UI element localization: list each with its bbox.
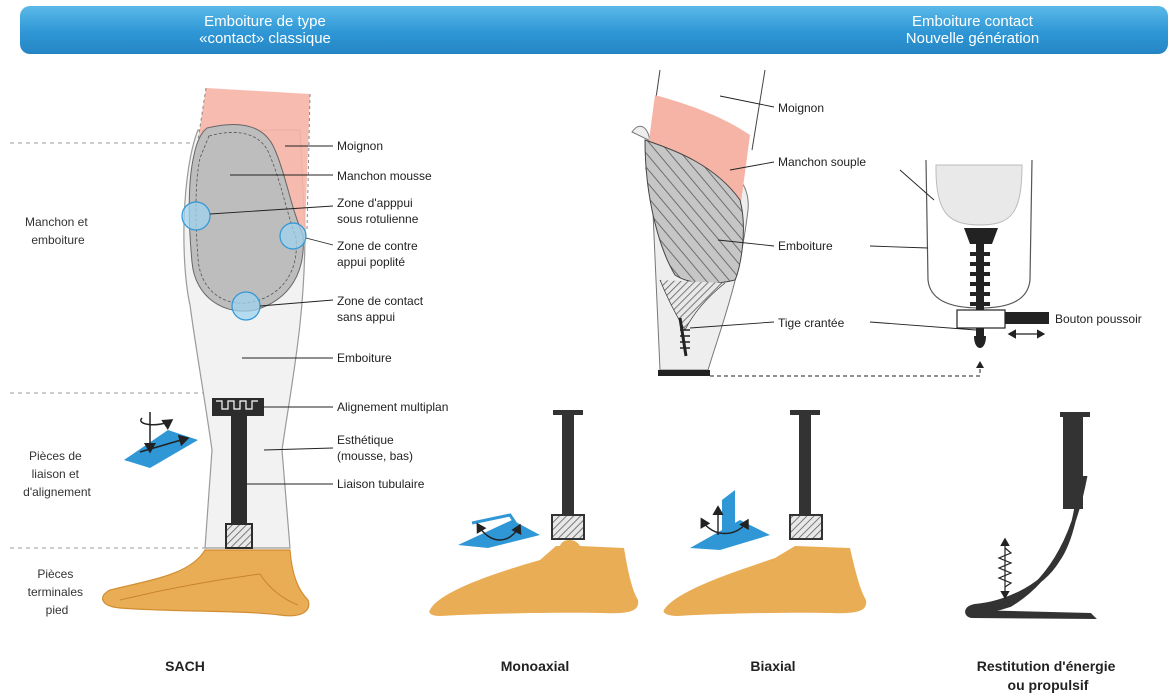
label-tige-crantee: Tige crantée [778, 316, 845, 330]
label-emboiture-left: Emboiture [337, 351, 392, 365]
pin-lock-detail [926, 160, 1049, 348]
label-esthetique: Esthétique(mousse, bas) [337, 433, 413, 463]
label-moignon-right: Moignon [778, 101, 824, 115]
label-moignon-left: Moignon [337, 139, 383, 153]
label-manchon-souple: Manchon souple [778, 155, 866, 169]
classic-socket-leg [103, 88, 310, 616]
zone-contact-circle [232, 292, 260, 320]
caption-sach: SACH [165, 658, 205, 674]
caption-monoaxial: Monoaxial [501, 658, 569, 674]
section-label-socket: Manchon et emboiture [25, 215, 91, 247]
label-bouton-poussoir: Bouton poussoir [1055, 312, 1142, 326]
label-manchon-mousse: Manchon mousse [337, 169, 432, 183]
biaxial-foot [664, 410, 867, 616]
zone-contre-appui-circle [280, 223, 306, 249]
section-label-foot: Pièces terminales pied [28, 567, 87, 617]
sach-foot [103, 550, 309, 616]
section-label-connection: Pièces de liaison et d'alignement [23, 449, 91, 499]
captions: SACH Monoaxial Biaxial Restitution d'éne… [165, 658, 1119, 693]
label-alignement: Alignement multiplan [337, 400, 448, 414]
monoaxial-foot [429, 410, 638, 616]
caption-restitution: Restitution d'énergie ou propulsif [977, 658, 1120, 693]
rotation-plane-icon [124, 412, 198, 468]
label-liaison: Liaison tubulaire [337, 477, 425, 491]
newgen-socket [632, 70, 980, 376]
label-emboiture-right: Emboiture [778, 239, 833, 253]
energy-return-foot [967, 412, 1092, 617]
zone-appui-circle [182, 202, 210, 230]
caption-biaxial: Biaxial [750, 658, 795, 674]
